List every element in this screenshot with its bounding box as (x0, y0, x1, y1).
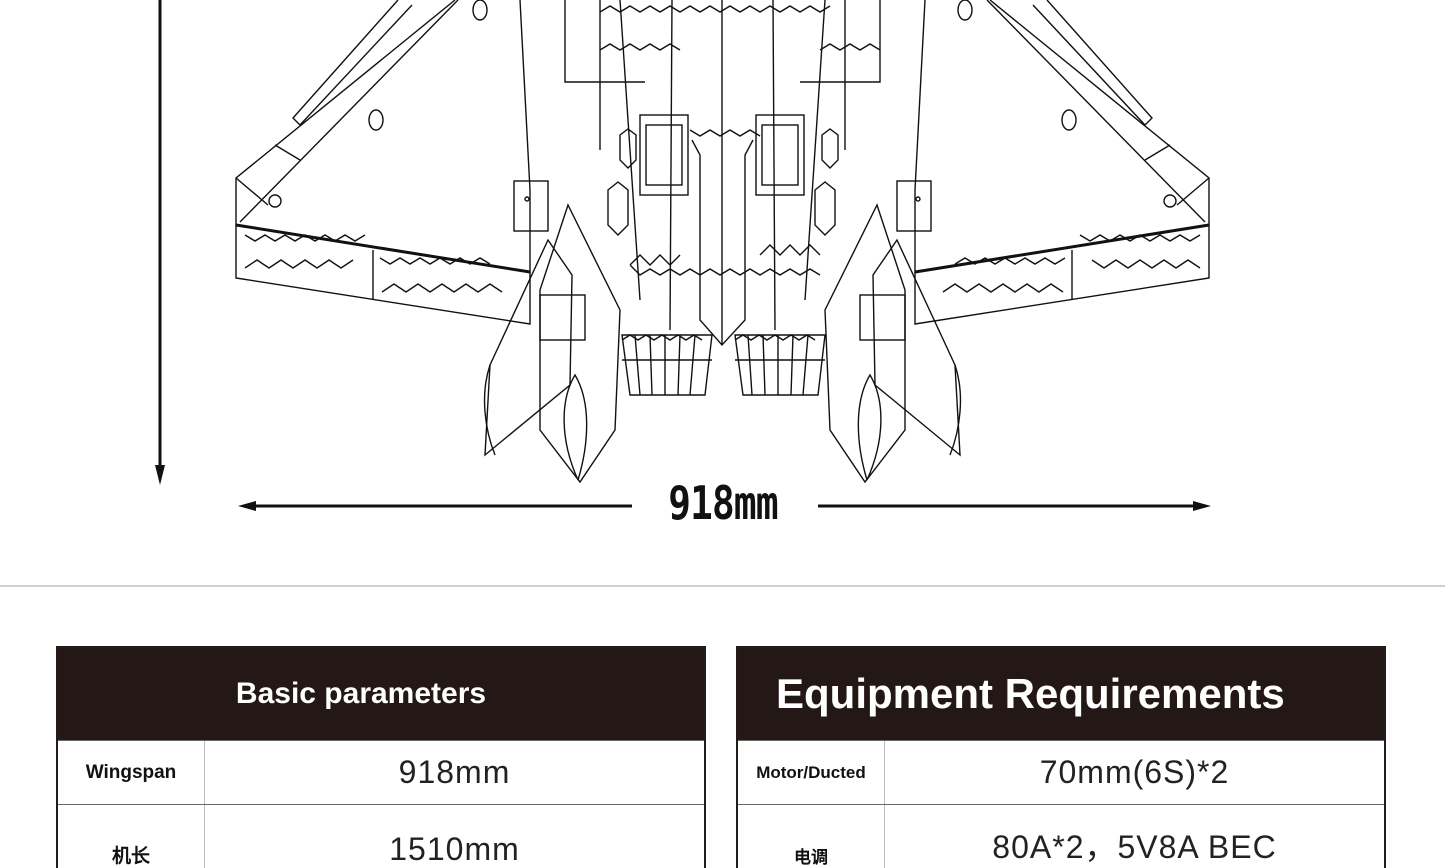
equipment-requirements-table: Equipment Requirements Motor/Ducted 70mm… (736, 646, 1386, 868)
engine-nozzles (621, 334, 826, 396)
row-label: 机长 (58, 805, 205, 868)
table-title: Equipment Requirements (738, 648, 1384, 740)
table-row: 电调 80A*2，5V8A BEC (738, 804, 1384, 868)
wingspan-dimension-arrow (238, 501, 1211, 511)
wingspan-dimension-label: 918mm (668, 476, 778, 530)
row-label: Motor/Ducted (738, 741, 885, 804)
row-value: 918mm (398, 754, 511, 790)
right-tail-fins (824, 203, 962, 484)
fuselage (564, 0, 881, 347)
table-row: 机长 1510mm (58, 804, 704, 868)
aircraft-drawing (155, 0, 1211, 511)
right-wing (896, 0, 1210, 325)
row-value: 1510mm (389, 831, 520, 867)
table-row: Motor/Ducted 70mm(6S)*2 (738, 740, 1384, 804)
table-row: Wingspan 918mm (58, 740, 704, 804)
row-value: 70mm(6S)*2 (1039, 754, 1230, 790)
section-divider (0, 585, 1445, 587)
left-wing (235, 0, 549, 325)
row-value: 80A*2，5V8A BEC (992, 829, 1277, 865)
left-tail-fins (483, 203, 621, 484)
length-dimension-arrow (155, 0, 165, 485)
table-title: Basic parameters (58, 648, 704, 740)
basic-parameters-table: Basic parameters Wingspan 918mm 机长 1510m… (56, 646, 706, 868)
row-label: Wingspan (58, 741, 205, 804)
row-label: 电调 (738, 805, 885, 868)
